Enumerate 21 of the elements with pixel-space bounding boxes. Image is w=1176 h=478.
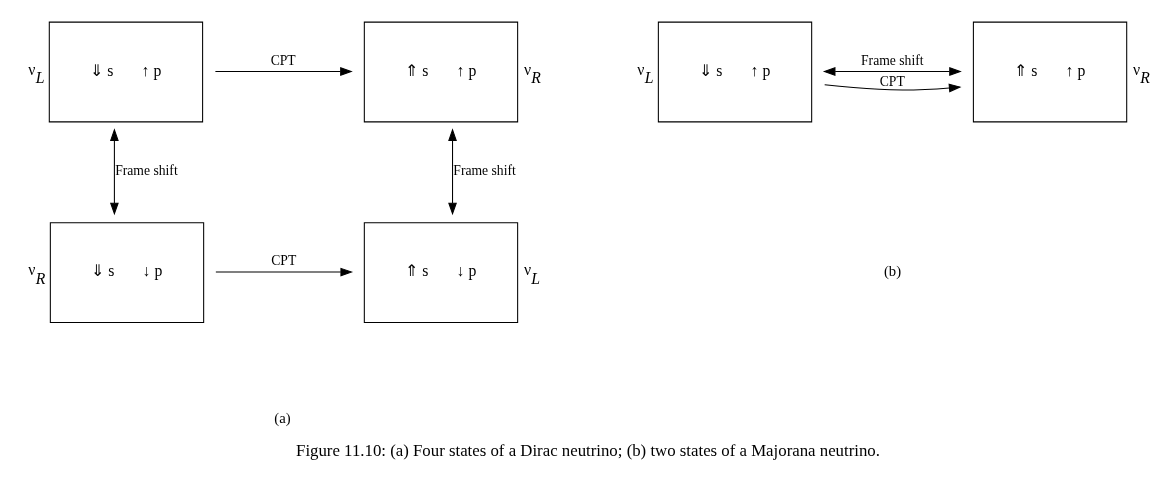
edge-label: Frame shift (453, 162, 516, 178)
arrow (822, 66, 962, 76)
label: (a) (274, 409, 291, 426)
node-box: ⇓ s ↑ p (48, 21, 204, 122)
edge-label: Frame shift (861, 52, 924, 68)
node-box: ⇓ s ↑ p (657, 21, 813, 122)
caption: Figure 11.10: (a) Four states of a Dirac neutrino; (b) two states of a Majorana neutrino. (296, 440, 880, 460)
arrow (109, 127, 119, 215)
arrow (448, 127, 457, 215)
node-box: ⇑ s ↓ p (363, 221, 519, 323)
arrow (215, 267, 354, 276)
edge-label: CPT (271, 252, 297, 268)
arrow (824, 83, 962, 92)
edge-label: CPT (879, 73, 905, 89)
node-box: ⇑ s ↑ p (363, 21, 519, 122)
node-box: ⇑ s ↑ p (972, 21, 1128, 122)
arrow (214, 66, 353, 76)
label: (b) (883, 262, 902, 279)
edge-label: Frame shift (115, 162, 178, 178)
node-box: ⇓ s ↓ p (49, 221, 205, 323)
edge-label: CPT (270, 52, 296, 68)
